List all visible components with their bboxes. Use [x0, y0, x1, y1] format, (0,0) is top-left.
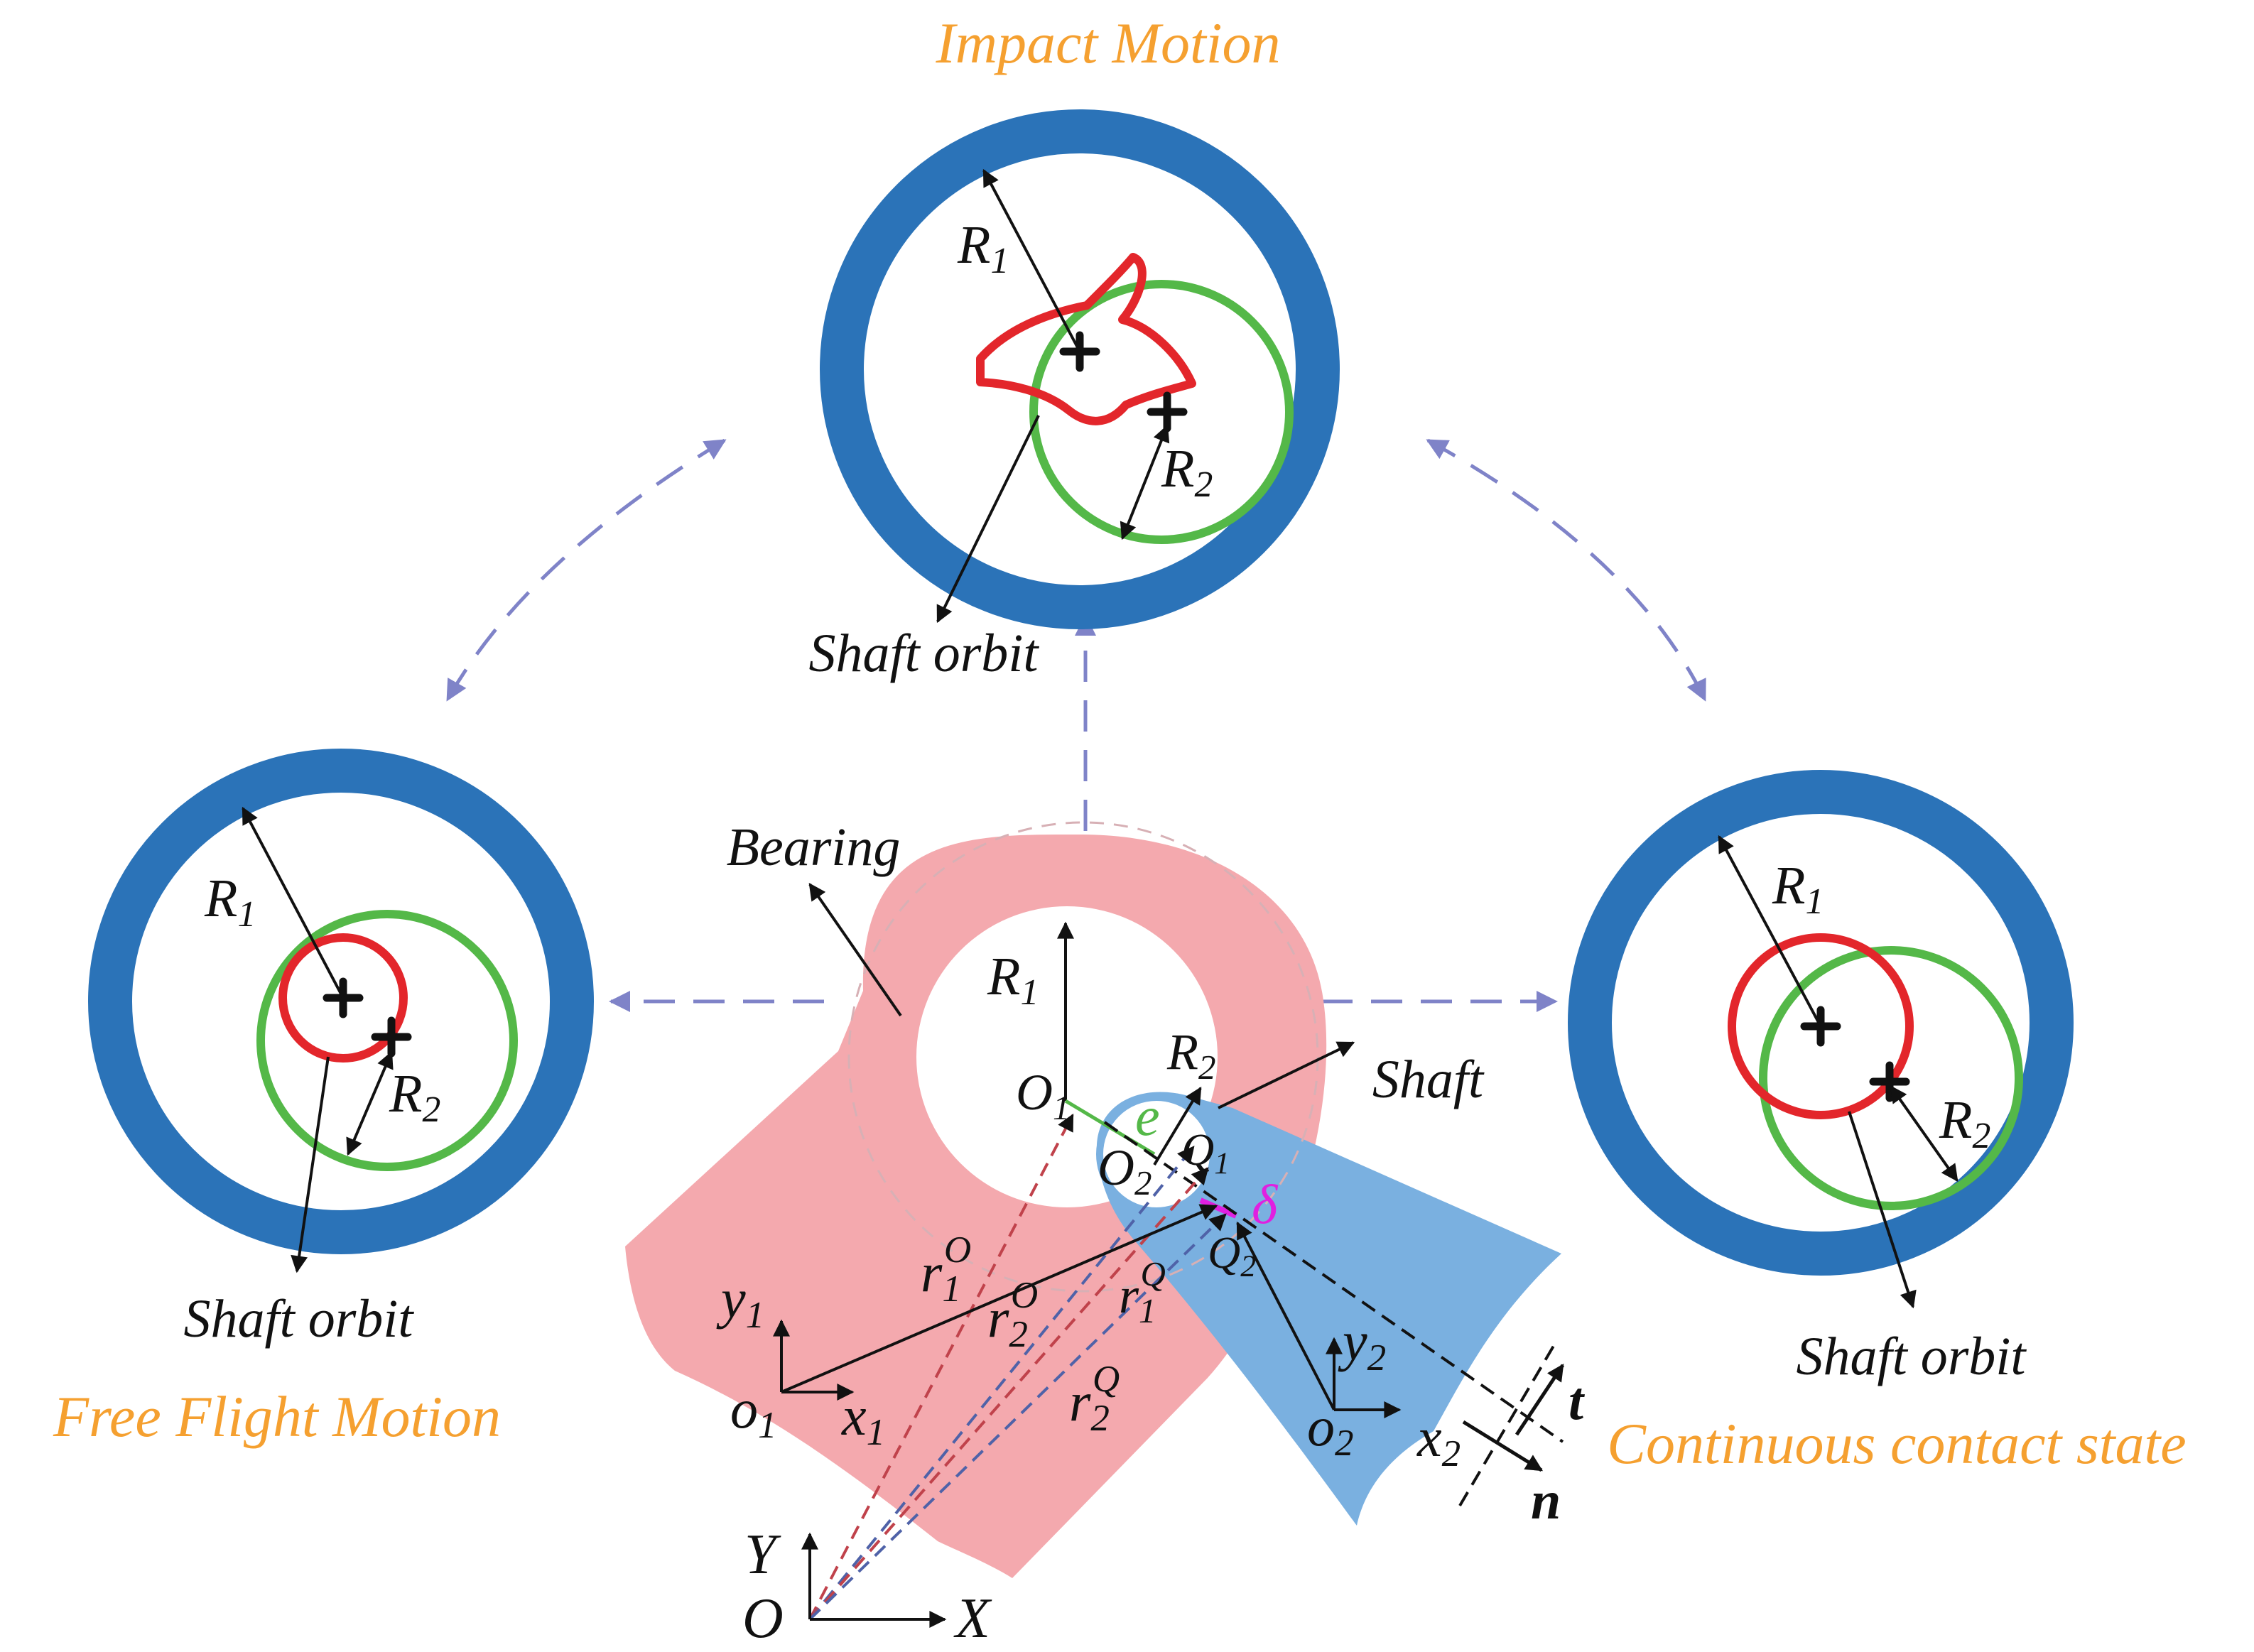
impact-r1-arrow: [982, 168, 1081, 352]
impact-orbit-label: Shaft orbit: [808, 624, 1039, 683]
t-axis-arrow: [1515, 1363, 1565, 1436]
r2Q-dashed-vector: [808, 1213, 1227, 1621]
cont-orbit-pointer: [1848, 1111, 1917, 1309]
q2-label: Q2: [1208, 1227, 1256, 1283]
free-flight-title: Free Flight Motion: [53, 1384, 501, 1449]
local2-to-contact-vector: [1236, 1221, 1335, 1411]
cont-r1-arrow: [1718, 835, 1822, 1027]
free-r1-arrow: [242, 806, 345, 999]
bearing-label: Bearing: [727, 817, 901, 877]
y1-label: y1: [716, 1268, 764, 1336]
free-bearing-ring: [88, 749, 594, 1254]
y2-label: y2: [1338, 1310, 1386, 1379]
eccentricity-label: e: [1135, 1085, 1160, 1147]
shaft-label: Shaft: [1372, 1050, 1485, 1109]
impact-motion-title: Impact Motion: [935, 11, 1280, 75]
impact-r1-label: R1: [957, 215, 1009, 281]
free-orbit-pointer: [291, 1056, 330, 1273]
contact-normal-line: [1103, 1121, 1564, 1443]
o1-label: o1: [730, 1378, 777, 1446]
shaft-body: [1096, 1092, 1561, 1526]
o2-center-label: O2: [1098, 1139, 1152, 1202]
impact-shaft-orbit: [976, 253, 1196, 425]
cont-r1-label: R1: [1772, 856, 1824, 922]
center-r2-label: R2: [1166, 1023, 1215, 1087]
arrow-impact-to-continuous: [1426, 438, 1707, 702]
n-axis-arrow: [1462, 1420, 1544, 1472]
free-r2-arrow: [346, 1050, 394, 1156]
center-r1-label: R1: [987, 947, 1039, 1013]
shaft-pointer: [1218, 1041, 1355, 1109]
impact-orbit-pointer: [936, 415, 1040, 624]
central-mechanism: Bearing Shaft R1 R2 O1 e O2 Q1 δ Q2 t n: [625, 817, 1586, 1650]
r2O-dashed-vector: [808, 1146, 1195, 1621]
delta-line: [1199, 1197, 1237, 1219]
o2-label: o2: [1307, 1396, 1354, 1464]
o1-center-label: O1: [1016, 1064, 1070, 1127]
cont-bearing-ring: [1568, 770, 2074, 1276]
arrow-free-to-impact: [445, 438, 727, 702]
impact-r2-arrow: [1120, 424, 1170, 540]
transition-arrows: [445, 438, 1707, 1012]
impact-bearing-ring: [820, 109, 1340, 629]
global-x-label: X: [953, 1587, 992, 1650]
free-r2-label: R2: [389, 1064, 440, 1130]
global-origin-label: O: [742, 1587, 784, 1650]
cont-r2-arrow: [1890, 1085, 1958, 1182]
cont-orbit-label: Shaft orbit: [1796, 1327, 2027, 1386]
cont-bushing-circle: [1759, 946, 2023, 1210]
r2Q-label: r2Q: [1069, 1359, 1120, 1439]
n-axis-label: n: [1531, 1471, 1561, 1531]
clearance-dashed-circle: [847, 821, 1319, 1293]
r1Q-label: r1Q: [1119, 1254, 1166, 1330]
local1-to-contact-vector: [781, 1204, 1218, 1393]
free-r1-label: R1: [204, 869, 256, 935]
free-shaft-orbit: [278, 933, 408, 1063]
cont-orbit-plus: [1869, 1061, 1910, 1102]
r1O-label: r1O: [921, 1229, 971, 1310]
continuous-contact-state: R1 R2 Shaft orbit Continuous contact sta…: [1568, 770, 2187, 1476]
contact-tangent-line: [1458, 1341, 1557, 1507]
continuous-contact-title: Continuous contact state: [1607, 1411, 2186, 1476]
bearing-pointer: [808, 883, 902, 1017]
cont-r2-label: R2: [1939, 1090, 1990, 1156]
free-flight-state: R1 R2 Shaft orbit Free Flight Motion: [53, 749, 594, 1449]
r2O-label: r2O: [987, 1275, 1038, 1355]
center-r2-arrow: [1153, 1086, 1202, 1166]
free-bushing-circle: [256, 910, 518, 1171]
impact-orbit-plus: [1147, 391, 1188, 433]
r1O-dashed-vector: [808, 1113, 1074, 1620]
x2-label: x2: [1416, 1406, 1461, 1474]
free-orbit-plus: [371, 1016, 412, 1058]
cont-shaft-orbit: [1728, 933, 1914, 1119]
free-orbit-label: Shaft orbit: [183, 1289, 414, 1349]
t-axis-label: t: [1568, 1371, 1586, 1431]
x1-label: x1: [841, 1385, 885, 1453]
impact-r2-label: R2: [1161, 439, 1213, 505]
shaft-journal-outline: [1096, 1094, 1217, 1214]
delta-label: δ: [1252, 1173, 1279, 1235]
impact-motion-state: Impact Motion R1 R2 Shaft orbit: [808, 11, 1340, 683]
global-y-label: Y: [744, 1523, 781, 1586]
r1Q-dashed-vector: [808, 1167, 1209, 1621]
